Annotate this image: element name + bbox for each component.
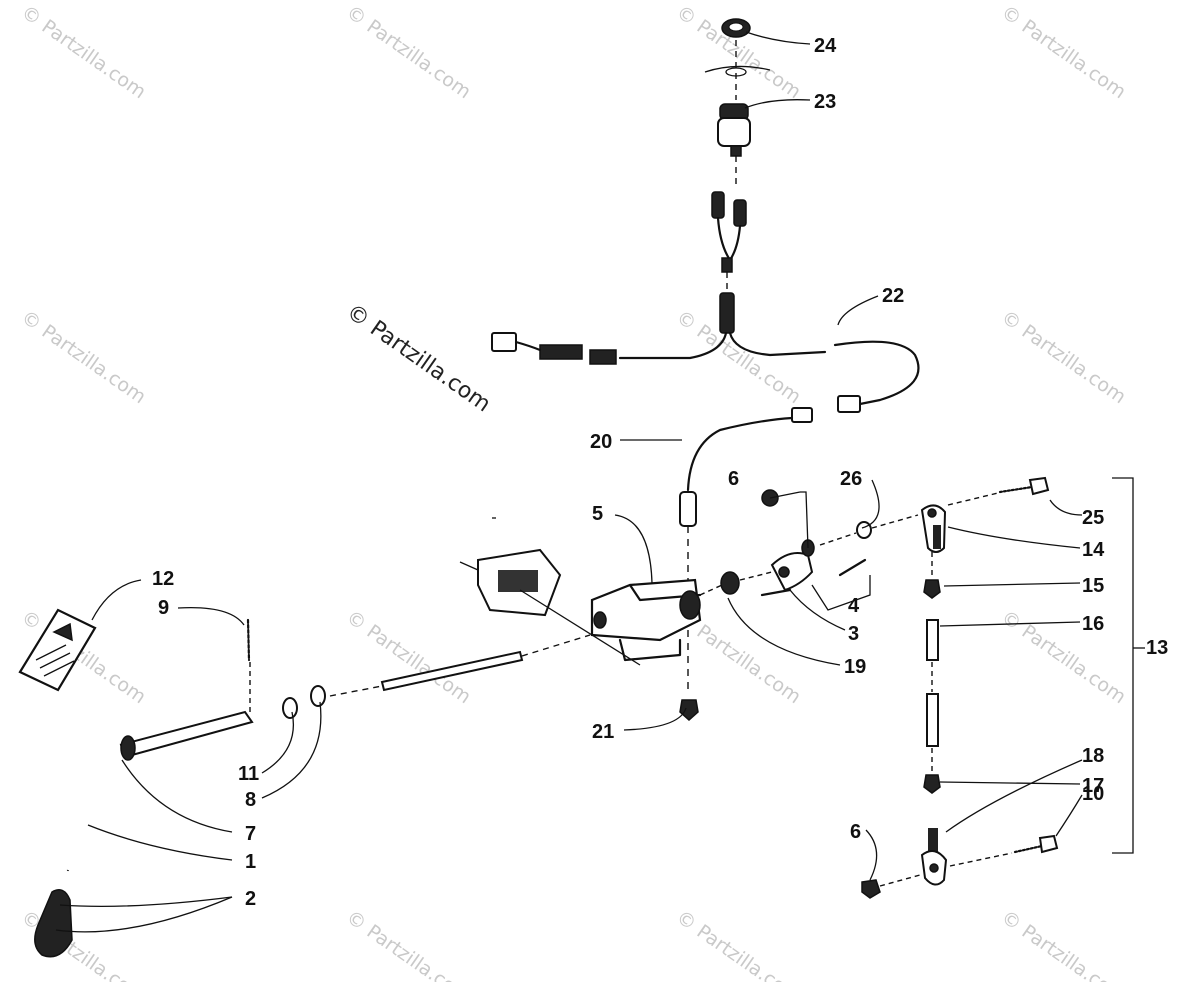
part-15-jam-nut — [923, 552, 941, 599]
part-24-grommet — [721, 18, 751, 38]
part-20-lead-wire — [679, 407, 813, 690]
part-17-jam-nut — [923, 748, 941, 794]
callout-3: 3 — [848, 623, 859, 645]
callout-1: 1 — [245, 851, 256, 873]
callout-8: 8 — [245, 789, 256, 811]
watermark-13: © Partzilla.com — [342, 906, 475, 982]
leader-lines — [55, 31, 1145, 933]
watermark-11: © Partzilla.com — [997, 606, 1130, 708]
watermark-5: © Partzilla.com — [17, 306, 150, 408]
part-22-wiring-harness — [491, 292, 920, 413]
callout-17: 17 — [1082, 775, 1104, 797]
callout-6-upper: 6 — [728, 468, 739, 490]
watermark-15: © Partzilla.com — [997, 906, 1130, 982]
watermark-14: © Partzilla.com — [672, 906, 805, 982]
callout-25: 25 — [1082, 507, 1104, 529]
switch-pigtail-connectors — [711, 191, 747, 290]
part-26-washer — [819, 514, 919, 546]
main-watermark: © Partzilla.com — [342, 299, 495, 417]
callout-26: 26 — [840, 468, 862, 490]
callout-14: 14 — [1082, 539, 1105, 561]
part-12-decal — [18, 608, 97, 692]
watermark-9: © Partzilla.com — [342, 606, 475, 708]
shaft — [329, 634, 591, 697]
callout-19: 19 — [844, 656, 866, 678]
watermark-4: © Partzilla.com — [997, 1, 1130, 103]
watermark-3: © Partzilla.com — [672, 1, 805, 103]
part-18-rod-end-lower — [920, 828, 948, 886]
part-3-lever-arm — [739, 539, 815, 597]
mounting-plate-outline — [704, 40, 771, 100]
watermark-1: © Partzilla.com — [17, 1, 150, 103]
callout-11: 11 — [238, 763, 259, 785]
callout-18: 18 — [1082, 745, 1104, 767]
callout-24: 24 — [814, 35, 837, 57]
part-16-threaded-rod — [926, 619, 939, 747]
callout-15: 15 — [1082, 575, 1104, 597]
part-9-spring-pin — [246, 618, 251, 712]
part-4-pin — [838, 558, 867, 577]
part-5-bracket — [590, 578, 702, 662]
callout-7: 7 — [245, 823, 256, 845]
callout-16: 16 — [1082, 613, 1104, 635]
callout-6-lower: 6 — [850, 821, 861, 843]
part-6-nut-lower — [861, 874, 921, 899]
part-19-spacer — [699, 571, 740, 596]
callout-10: 10 — [1082, 783, 1104, 805]
watermark-grid: © Partzilla.com © Partzilla.com © Partzi… — [17, 1, 1130, 982]
part-14-rod-end — [920, 504, 947, 553]
callout-23: 23 — [814, 91, 836, 113]
callout-2: 2 — [245, 888, 256, 910]
part-25-bolt — [947, 476, 1050, 506]
watermark-2: © Partzilla.com — [342, 1, 475, 103]
part-21-nut — [679, 699, 699, 722]
switch-box-component — [459, 517, 641, 666]
part-10-bolt — [949, 834, 1059, 867]
callout-5: 5 — [592, 503, 603, 525]
callout-21: 21 — [592, 721, 614, 743]
part-8-washer — [310, 685, 326, 707]
callout-13: 13 — [1146, 637, 1168, 659]
callout-labels: 24 23 22 20 6 26 5 25 14 15 4 16 3 13 19… — [152, 35, 1168, 910]
part-23-switch — [717, 103, 751, 185]
callout-12: 12 — [152, 568, 174, 590]
watermark-7: © Partzilla.com — [997, 306, 1130, 408]
callout-4: 4 — [848, 595, 860, 617]
callout-9: 9 — [158, 597, 169, 619]
part-7-grommet — [120, 735, 136, 761]
part-2-knob — [34, 889, 73, 958]
callout-20: 20 — [590, 431, 612, 453]
part-11-washer — [282, 697, 298, 719]
callout-22: 22 — [882, 285, 904, 307]
part-1-shift-lever — [65, 710, 254, 872]
